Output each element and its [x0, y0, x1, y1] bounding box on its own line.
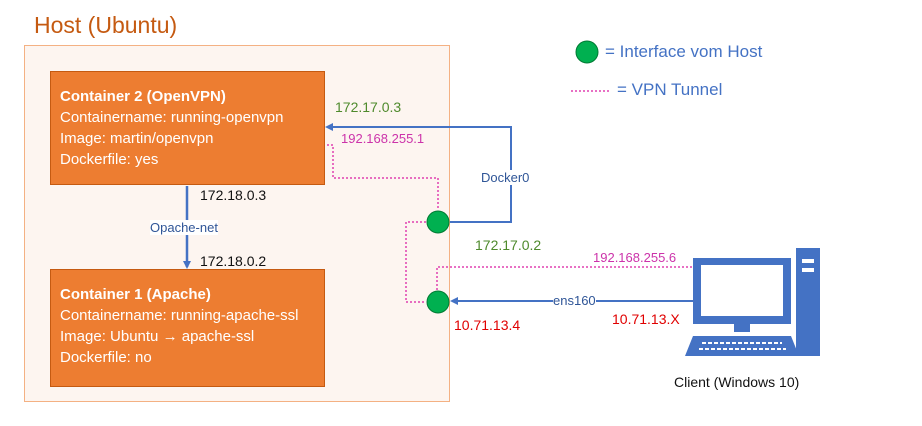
vpn-client-ip: 192.168.255.6	[593, 250, 677, 265]
vpn-container-2-ip: 192.168.255.1	[341, 131, 425, 146]
container-2-name: Containername: running-openvpn	[60, 109, 284, 126]
host-ip: 10.71.13.4	[454, 317, 521, 333]
legend-vpn-label: = VPN Tunnel	[617, 80, 723, 99]
container-1-image-suffix: apache-ssl	[177, 328, 255, 345]
container-2-box[interactable]: Container 2 (OpenVPN) Containername: run…	[50, 71, 325, 185]
client-ip: 10.71.13.X	[612, 311, 680, 327]
opache-net-label: Opache-net	[150, 220, 218, 235]
vpn-tunnel-container-segment	[327, 144, 439, 210]
arrow-right-icon: →	[162, 328, 178, 345]
ens160-label: ens160	[553, 293, 596, 308]
container-1-net-ip: 172.18.0.2	[200, 253, 267, 269]
container-2-net-ip: 172.18.0.3	[200, 187, 267, 203]
container-1-image-prefix: Image: Ubuntu	[60, 328, 163, 345]
container-1-name: Containername: running-apache-ssl	[60, 307, 299, 324]
docker0-interface-dot	[426, 210, 450, 234]
client-computer-icon	[685, 248, 820, 356]
container-1-image: Image: Ubuntu → apache-ssl	[60, 326, 324, 347]
legend-interface-label: = Interface vom Host	[605, 42, 763, 61]
host-title: Host (Ubuntu)	[34, 12, 178, 38]
docker-host-ip: 172.17.0.2	[475, 237, 542, 253]
legend-interface-dot	[575, 40, 599, 64]
container-2-title: Container 2 (OpenVPN)	[60, 88, 226, 105]
docker-container-2-ip: 172.17.0.3	[335, 99, 402, 115]
vpn-tunnel-interface-segment	[405, 221, 426, 303]
client-label: Client (Windows 10)	[674, 374, 800, 390]
vpn-tunnel-client-segment	[436, 266, 695, 290]
container-2-dockerfile: Dockerfile: yes	[60, 151, 159, 168]
ens160-interface-dot	[426, 290, 450, 314]
docker0-label: Docker0	[481, 170, 530, 185]
container-1-dockerfile: Dockerfile: no	[60, 349, 152, 366]
container-1-title: Container 1 (Apache)	[60, 286, 211, 303]
container-1-box[interactable]: Container 1 (Apache) Containername: runn…	[50, 269, 325, 387]
container-2-image: Image: martin/openvpn	[60, 130, 214, 147]
